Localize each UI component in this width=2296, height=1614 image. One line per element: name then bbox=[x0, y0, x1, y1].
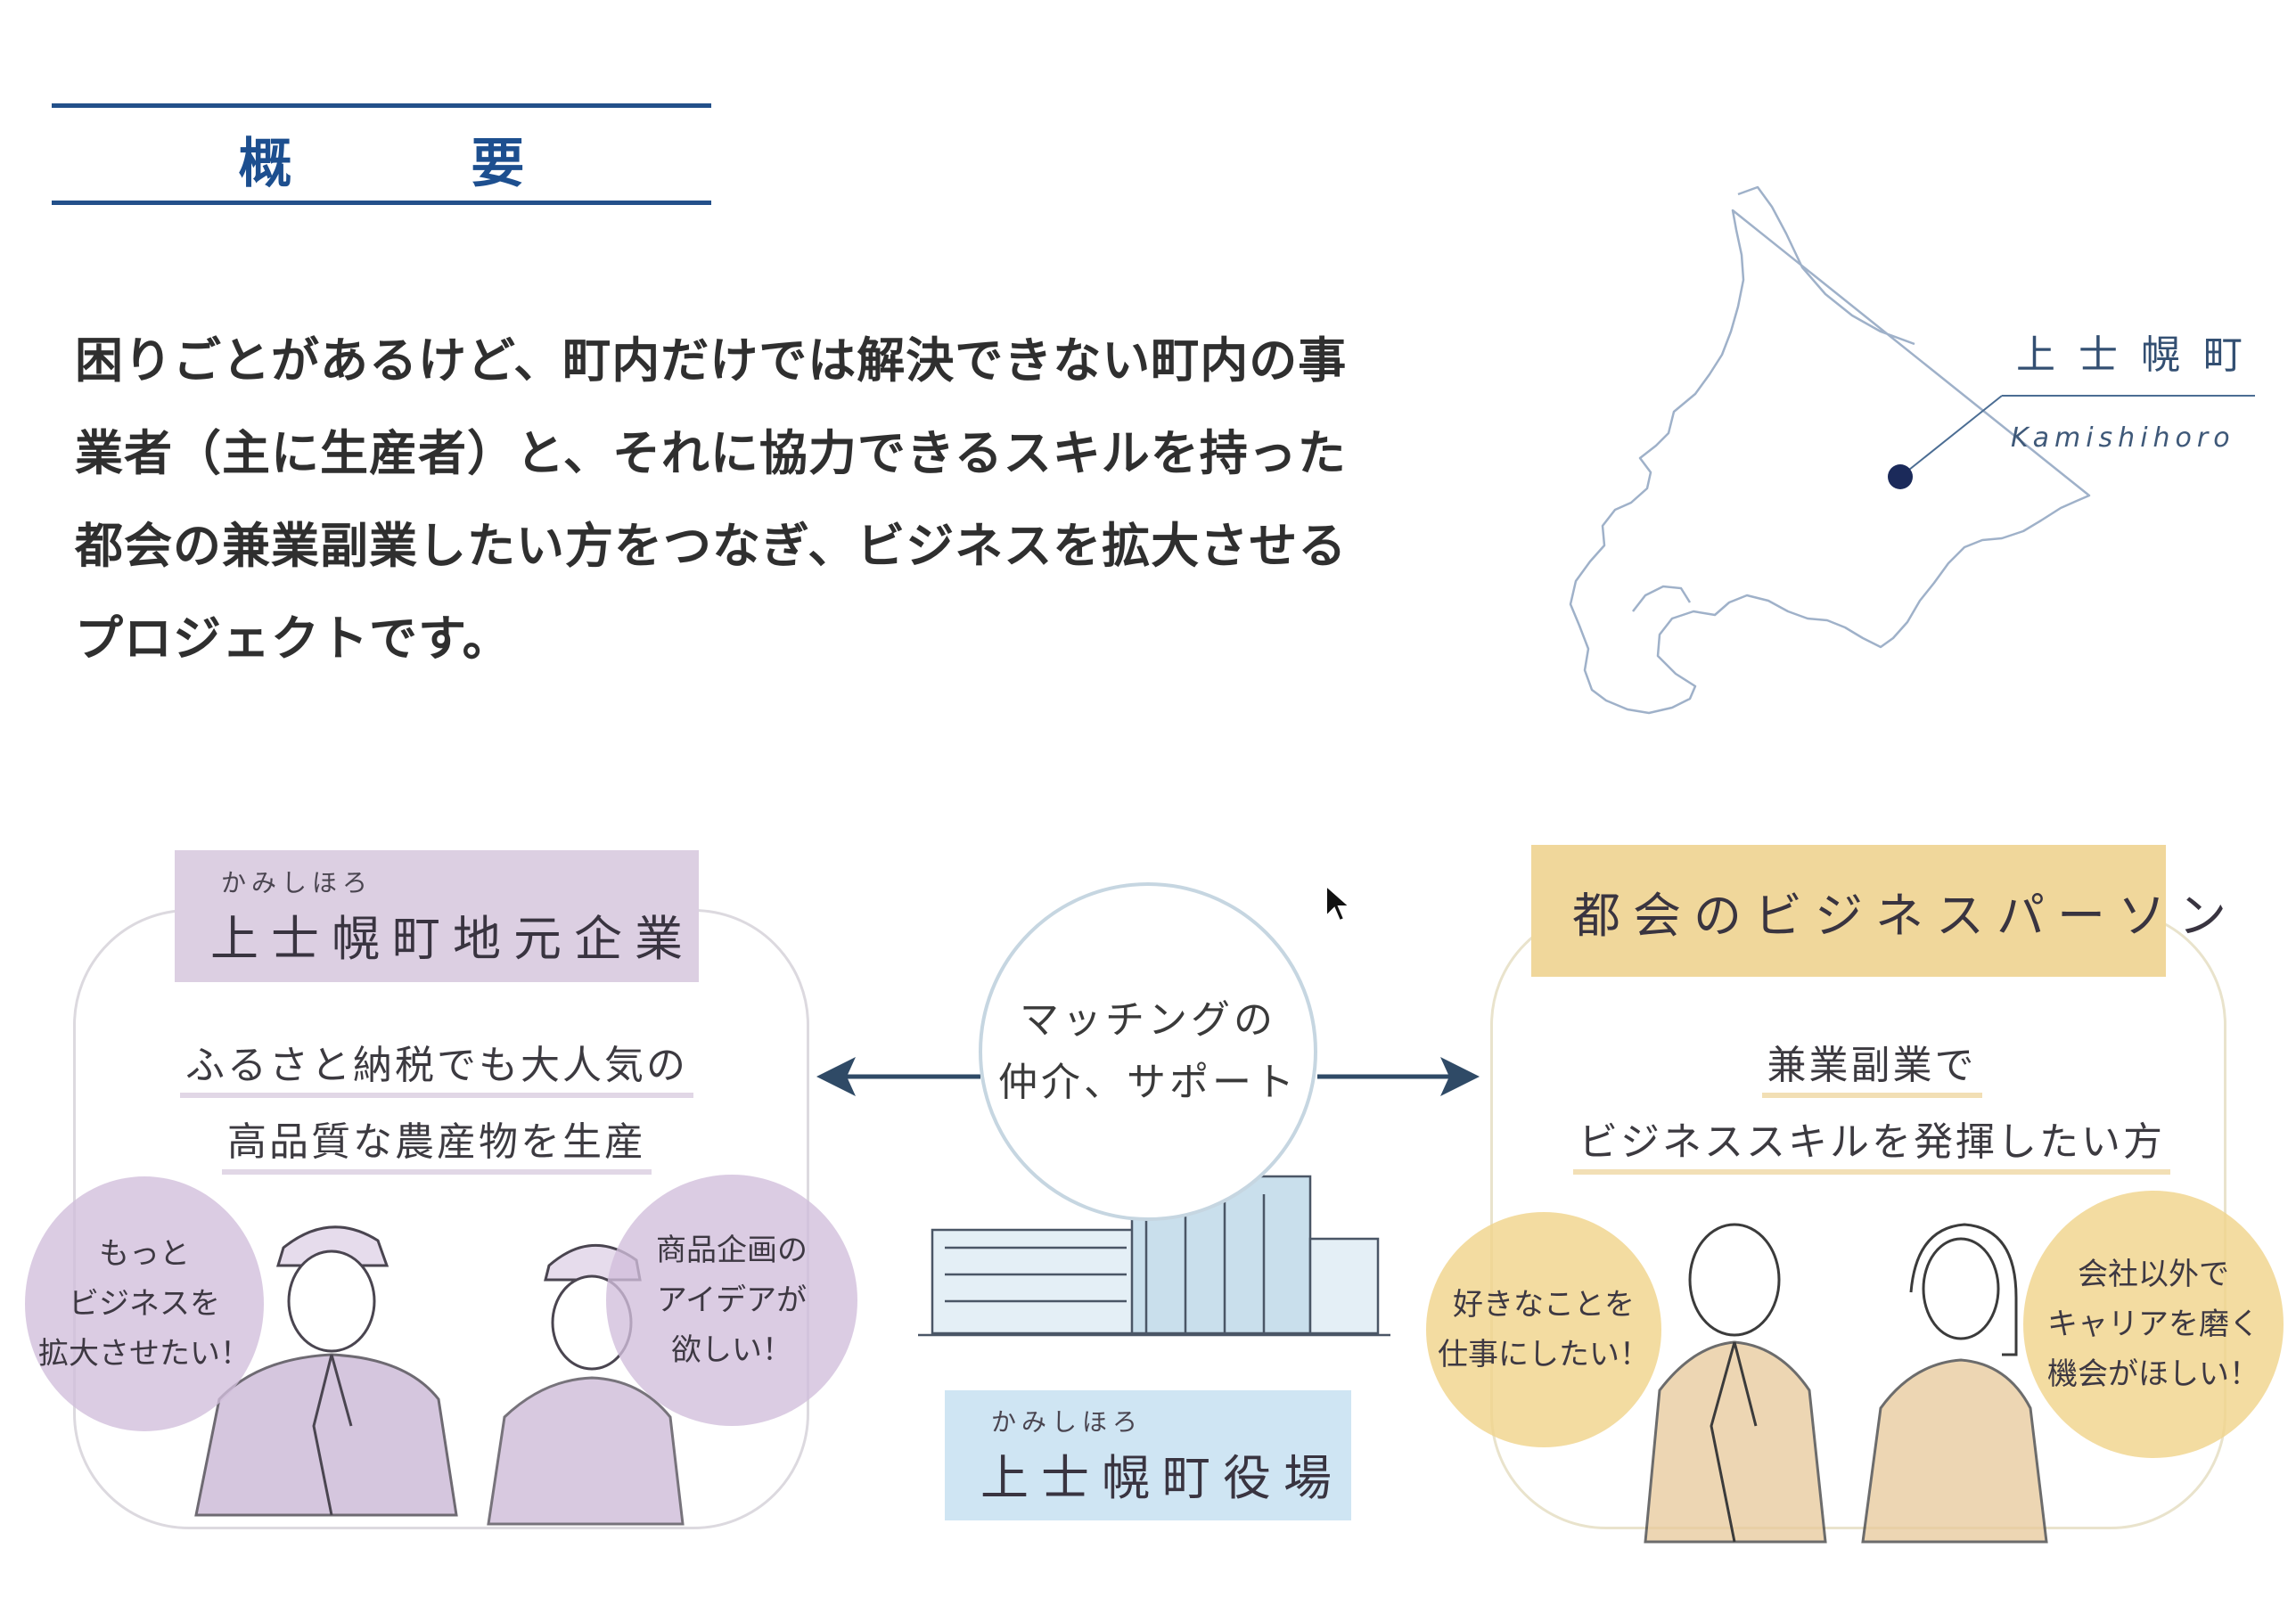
arrow-left-head bbox=[816, 1057, 856, 1096]
map-leader-line bbox=[1899, 395, 2003, 478]
bubble-line: 商品企画の bbox=[656, 1233, 808, 1268]
kamishihoro-location-dot bbox=[1888, 464, 1913, 489]
hokkaido-map bbox=[1569, 185, 2255, 715]
businessman-illustration bbox=[1644, 1223, 1827, 1544]
section-heading: 概 要 bbox=[52, 103, 711, 205]
business-person-wish-bubble: 好きなことを 仕事にしたい！ bbox=[1426, 1212, 1661, 1447]
matching-support-line: 仲介、サポート bbox=[998, 1060, 1298, 1105]
arrow-right-head bbox=[1440, 1057, 1480, 1096]
intro-line: 困りごとがあるけど、町内だけでは解決できない町内の事 bbox=[75, 332, 1348, 389]
map-label-en: Kamishihoro bbox=[2011, 422, 2235, 454]
local-business-title-box: かみしほろ 上士幌町地元企業 bbox=[175, 850, 699, 982]
business-person-desc-line: ビジネススキルを発揮したい方 bbox=[1573, 1116, 2170, 1175]
town-hall-title: 上士幌町役場 bbox=[980, 1449, 1344, 1506]
local-business-need-bubble: 商品企画の アイデアが 欲しい！ bbox=[606, 1175, 857, 1426]
bubble-line: 好きなことを bbox=[1453, 1287, 1635, 1323]
town-hall-title-box: かみしほろ 上士幌町役場 bbox=[945, 1390, 1351, 1520]
bubble-line: キャリアを磨く bbox=[2047, 1307, 2259, 1342]
town-hall-ruby: かみしほろ bbox=[991, 1406, 1144, 1437]
bubble-line: 仕事にしたい！ bbox=[1438, 1337, 1650, 1372]
bubble-line: ビジネスを bbox=[69, 1286, 220, 1322]
businesswoman-illustration bbox=[1861, 1223, 2048, 1544]
bubble-line: 欲しい！ bbox=[671, 1332, 792, 1368]
hokkaido-inner-coast bbox=[1632, 585, 1692, 612]
map-label-ja: 上士幌町 bbox=[2016, 332, 2266, 378]
local-business-desc-line: 高品質な農産物を生産 bbox=[222, 1116, 652, 1175]
bubble-line: 機会がほしい！ bbox=[2047, 1356, 2259, 1392]
business-person-wish-bubble: 会社以外で キャリアを磨く 機会がほしい！ bbox=[2023, 1191, 2284, 1458]
bubble-line: アイデアが bbox=[656, 1282, 808, 1318]
matching-support-text: マッチングの 仲介、サポート bbox=[979, 989, 1317, 1114]
hokkaido-outline bbox=[1569, 185, 2091, 715]
intro-line: 都会の兼業副業したい方をつなぎ、ビジネスを拡大させる bbox=[75, 517, 1348, 574]
matching-support-circle bbox=[979, 882, 1317, 1221]
bubble-line: 拡大させたい！ bbox=[38, 1336, 250, 1372]
local-business-need-bubble: もっと ビジネスを 拡大させたい！ bbox=[25, 1176, 264, 1431]
intro-line: 業者（主に生産者）と、それに協力できるスキルを持った bbox=[75, 424, 1347, 481]
farmer-illustration bbox=[194, 1225, 458, 1517]
section-heading-title: 概 要 bbox=[238, 133, 605, 195]
business-person-desc-line: 兼業副業で bbox=[1761, 1039, 1982, 1098]
intro-line: プロジェクトです。 bbox=[75, 610, 512, 667]
business-person-title-box: 都会のビジネスパーソン bbox=[1531, 845, 2226, 977]
matching-support-line: マッチングの bbox=[1020, 997, 1276, 1043]
intro-paragraph: 困りごとがあるけど、町内だけでは解決できない町内の事 業者（主に生産者）と、それ… bbox=[75, 323, 1447, 693]
business-person-description: 兼業副業で ビジネススキルを発揮したい方 bbox=[1542, 1039, 2202, 1192]
local-business-ruby: かみしほろ bbox=[221, 867, 373, 897]
business-person-title: 都会のビジネスパーソン bbox=[1572, 887, 2239, 944]
local-business-title: 上士幌町地元企業 bbox=[210, 910, 695, 967]
local-business-desc-line: ふるさと納税でも大人気の bbox=[180, 1039, 693, 1098]
bubble-line: もっと bbox=[99, 1236, 190, 1272]
bubble-line: 会社以外で bbox=[2078, 1257, 2229, 1292]
local-business-description: ふるさと納税でも大人気の 高品質な農産物を生産 bbox=[160, 1039, 713, 1192]
mouse-cursor-icon bbox=[1325, 884, 1351, 922]
